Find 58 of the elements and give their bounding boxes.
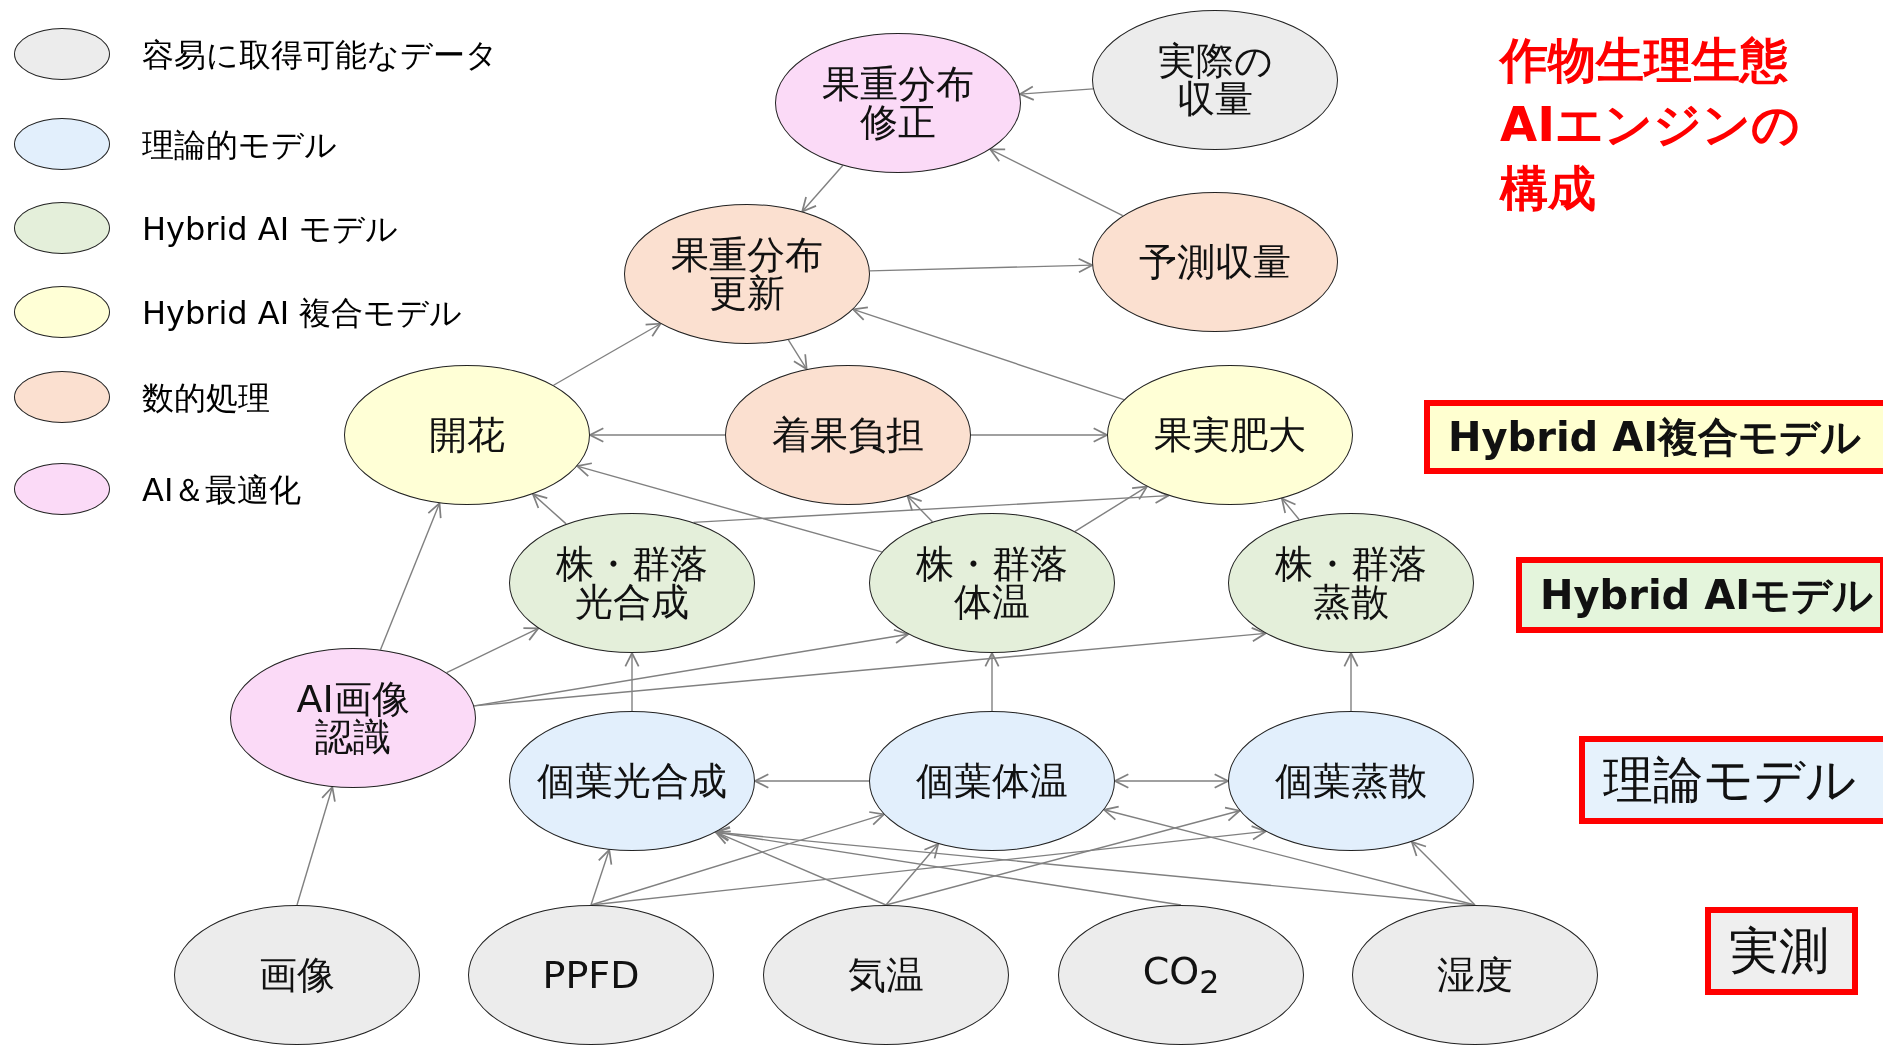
model-ellipse: 画像 [174,905,420,1045]
model-ellipse: 果重分布更新 [624,204,870,344]
model-ellipse: 湿度 [1352,905,1598,1045]
arrow [801,164,844,213]
arrow [906,495,934,523]
arrow [984,652,1000,712]
arrow [754,773,870,789]
model-ellipse: 果実肥大 [1107,365,1353,505]
model-ellipse: AI画像認識 [230,648,476,788]
model-ellipse: 実際の収量 [1092,10,1338,150]
arrow [970,427,1108,443]
title: 作物生理生態AIエンジンの構成 [1500,31,1801,218]
arrow [576,462,883,553]
arrow [1114,773,1229,789]
model-ellipse: 予測収量 [1092,192,1338,332]
model-ellipse: 開花 [344,365,590,505]
model-ellipse: 着果負担 [725,365,971,505]
model-ellipse: 個葉蒸散 [1228,711,1474,851]
legend-label: AI＆最適化 [142,470,302,511]
arrow [552,322,662,386]
arrow [1281,497,1300,521]
legend-label: 容易に取得可能なデータ [142,35,498,76]
arrow [473,627,1267,707]
arrow [1074,485,1148,533]
model-ellipse: 株・群落蒸散 [1228,513,1474,653]
arrow [1103,805,1476,906]
model-ellipse: CO$_{2}$ [1058,905,1304,1045]
arrow [787,339,808,370]
model-ellipse: 個葉光合成 [509,711,755,851]
model-ellipse: 気温 [763,905,1009,1045]
model-ellipse: PPFD [468,905,714,1045]
arrow [532,493,567,525]
model-ellipse: 果重分布修正 [775,33,1021,173]
arrow [624,652,640,712]
arrow [1019,85,1094,101]
arrow [590,811,885,906]
arrow [885,806,1241,906]
arrow [989,148,1124,217]
legend-label: Hybrid AI 複合モデル [142,293,463,334]
layer-label-box: 実測 [1705,907,1858,995]
layer-label-box: Hybrid AIモデル [1516,557,1883,633]
model-ellipse: 株・群落光合成 [509,513,755,653]
arrow [885,843,940,906]
arrow [589,427,726,443]
arrow [1410,840,1476,906]
arrow [446,627,540,674]
legend-label: 数的処理 [142,378,270,419]
layer-label-box: 理論モデル [1579,736,1883,824]
arrow [1343,652,1359,712]
arrow [296,786,336,906]
arrow [852,306,1125,401]
arrow [715,830,887,906]
layer-label-box: Hybrid AI複合モデル [1424,400,1883,474]
arrow [869,257,1093,273]
legend-label: 理論的モデル [142,125,337,166]
legend-label: Hybrid AI モデル [142,209,399,250]
model-ellipse: 株・群落体温 [869,513,1115,653]
model-ellipse: 個葉体温 [869,711,1115,851]
